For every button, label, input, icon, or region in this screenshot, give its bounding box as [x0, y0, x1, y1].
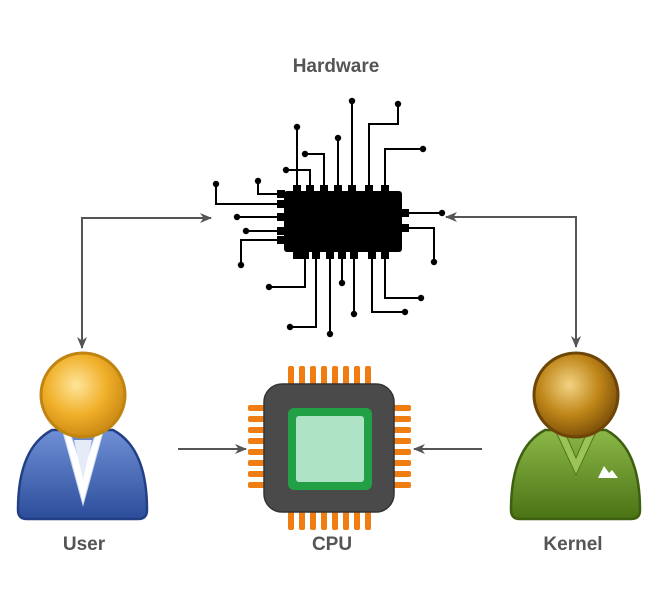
hardware-user-connector — [77, 213, 212, 349]
cpu-label: CPU — [312, 534, 352, 555]
user-label: User — [63, 534, 106, 555]
hardware-label: Hardware — [293, 56, 380, 77]
kernel-person-icon — [509, 351, 642, 521]
connectors — [77, 212, 581, 454]
cpu-chip-icon — [248, 366, 411, 530]
hardware-kernel-connector — [445, 212, 581, 348]
integrated-circuit-icon — [212, 97, 446, 338]
user-person-icon — [16, 351, 149, 521]
kernel-label: Kernel — [543, 534, 602, 555]
